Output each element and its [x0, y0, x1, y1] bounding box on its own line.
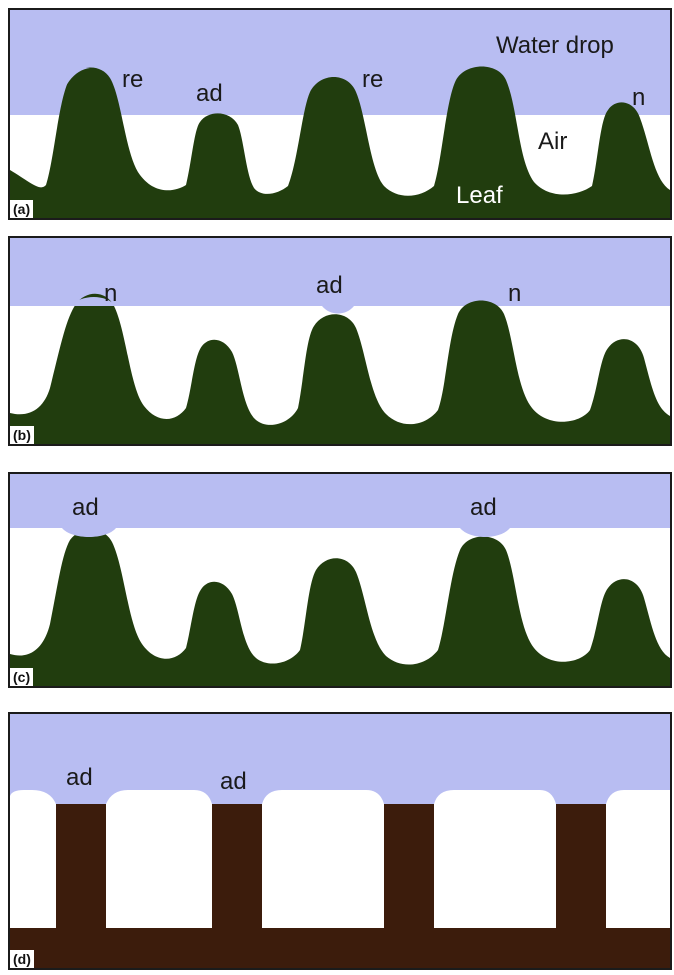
- panel-a: Water drop Air Leaf re ad re n (a): [8, 8, 672, 220]
- water-drop-region: [10, 714, 670, 804]
- leaf-label: Leaf: [456, 182, 503, 209]
- air-cavity: [262, 790, 384, 804]
- peak-label-c1: ad: [72, 494, 99, 521]
- peak-label-b1: n: [104, 280, 118, 307]
- panel-c-drawing: [10, 474, 670, 686]
- leaf-surface: [10, 66, 670, 218]
- water-meniscus-a1: [10, 106, 50, 115]
- panel-tag-c: (c): [10, 668, 34, 686]
- pillar: [556, 804, 606, 928]
- meniscus: [62, 528, 116, 537]
- panel-tag-a: (a): [10, 200, 34, 218]
- water-drop-label: Water drop: [496, 32, 614, 59]
- panel-b: n ad n (b): [8, 236, 672, 446]
- panel-c: ad ad (c): [8, 472, 672, 688]
- panel-d: ad ad (d): [8, 712, 672, 970]
- meniscus-left: [50, 67, 90, 115]
- air-cavity: [106, 790, 212, 804]
- peak-label-a4: n: [632, 84, 646, 111]
- peak-label-b2: ad: [316, 272, 343, 299]
- pillar: [56, 804, 106, 928]
- air-cavity: [606, 790, 670, 804]
- pillar: [212, 804, 262, 928]
- leaf-surface: [10, 529, 670, 686]
- panel-d-drawing: [10, 714, 670, 968]
- leaf-surface: [10, 293, 670, 444]
- pillar: [384, 804, 434, 928]
- peak-label-a2: ad: [196, 80, 223, 107]
- pillar-label-d2: ad: [220, 768, 247, 795]
- air-label: Air: [538, 128, 568, 155]
- peak-label-a3: re: [362, 66, 384, 93]
- peak-label-c2: ad: [470, 494, 497, 521]
- peak-label-b3: n: [508, 280, 522, 307]
- panel-tag-b: (b): [10, 426, 34, 444]
- panel-b-drawing: [10, 238, 670, 444]
- pillar-label-d1: ad: [66, 764, 93, 791]
- panel-a-drawing: [10, 10, 670, 218]
- panel-tag-d: (d): [10, 950, 34, 968]
- water-drop-region: [10, 474, 670, 528]
- meniscus: [70, 297, 116, 306]
- water-drop-region: [10, 238, 670, 306]
- air-cavity: [434, 790, 556, 804]
- air-cavity: [10, 790, 56, 804]
- meniscus: [322, 306, 354, 314]
- meniscus: [460, 528, 510, 537]
- peak-label-a1: re: [122, 66, 144, 93]
- substrate: [10, 928, 670, 968]
